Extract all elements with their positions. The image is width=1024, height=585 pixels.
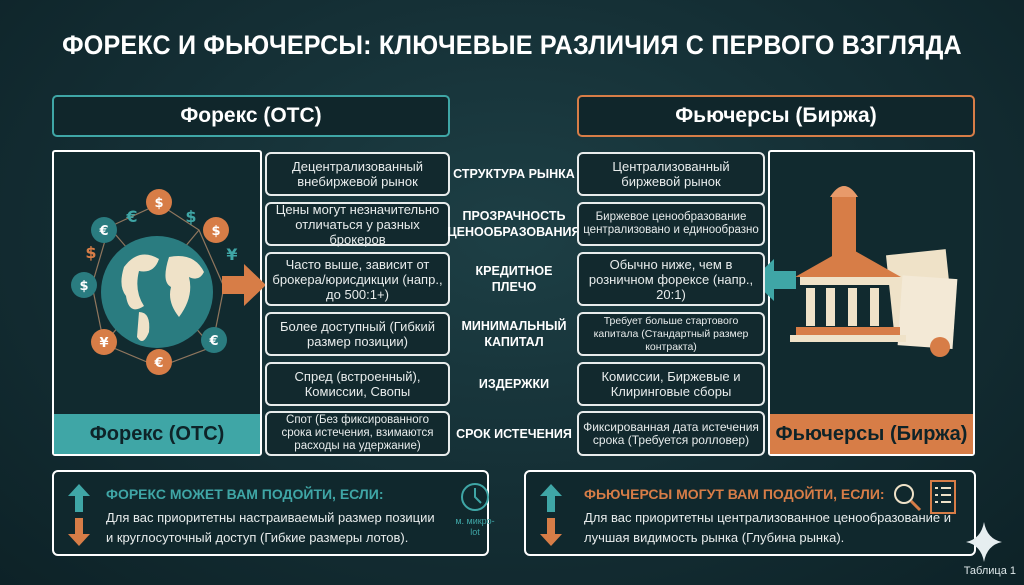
svg-text:$: $ xyxy=(211,224,220,239)
futures-leverage: Обычно ниже, чем в розничном форексе (на… xyxy=(577,252,765,306)
futures-market-structure: Централизованный биржевой рынок xyxy=(577,152,765,196)
futures-suitability-text: Для вас приоритетны централизованное цен… xyxy=(584,510,952,545)
globe-currency-network-icon: $ € $ $ ¥ € € € $ $ ¥ xyxy=(71,189,238,375)
category-min-capital: МИНИМАЛЬНЫЙ КАПИТАЛ xyxy=(461,319,567,349)
up-down-arrows-icon xyxy=(540,484,562,546)
category-price-transparency: ПРОЗРАЧНОСТЬ ЦЕНООБРАЗОВАНИЯ xyxy=(447,209,581,239)
svg-text:€: € xyxy=(153,356,163,371)
footer-caption: Таблица 1 xyxy=(963,565,1016,577)
forex-market-structure: Децентрализованный внебиржевой рынок xyxy=(265,152,450,196)
category-expiration: СРОК ИСТЕЧЕНИЯ xyxy=(456,426,572,441)
svg-text:$: $ xyxy=(185,207,196,226)
futures-price-transparency: Биржевое ценообразование централизовано … xyxy=(577,202,765,246)
futures-suitability-heading: ФЬЮЧЕРСЫ МОГУТ ВАМ ПОДОЙТИ, ЕСЛИ: xyxy=(584,486,885,502)
category-costs: ИЗДЕРЖКИ xyxy=(478,377,550,391)
futures-min-capital: Требует больше стартового капитала (Стан… xyxy=(577,312,765,356)
forex-leverage: Часто выше, зависит от брокера/юрисдикци… xyxy=(265,252,450,306)
clock-icon xyxy=(461,483,489,511)
forex-header: Форекс (ОТС) xyxy=(52,95,450,137)
forex-min-capital: Более доступный (Гибкий размер позиции) xyxy=(265,312,450,356)
svg-text:$: $ xyxy=(79,279,88,294)
forex-suitability-box: ФОРЕКС МОЖЕТ ВАМ ПОДОЙТИ, ЕСЛИ: Для вас … xyxy=(52,470,495,556)
svg-text:€: € xyxy=(208,334,218,349)
forex-suitability-text: Для вас приоритетны настраиваемый размер… xyxy=(106,510,435,545)
forex-panel: $ € $ $ ¥ € € € $ $ ¥ Форекс (ОТС) xyxy=(52,150,262,456)
svg-text:¥: ¥ xyxy=(226,245,237,264)
forex-expiration: Спот (Без фиксированного срока истечения… xyxy=(265,411,450,456)
forex-costs: Спред (встроенный), Комиссии, Свопы xyxy=(265,362,450,406)
svg-text:$: $ xyxy=(154,196,163,211)
svg-text:¥: ¥ xyxy=(99,336,108,351)
futures-panel: Фьючерсы (Биржа) xyxy=(768,150,975,456)
forex-suitability-heading: ФОРЕКС МОЖЕТ ВАМ ПОДОЙТИ, ЕСЛИ: xyxy=(106,486,384,502)
up-down-arrows-icon xyxy=(68,484,90,546)
exchange-building-icon xyxy=(790,186,958,357)
forex-price-transparency: Цены могут незначительно отличаться у ра… xyxy=(265,202,450,247)
order-book-icon xyxy=(930,480,956,514)
futures-header: Фьючерсы (Биржа) xyxy=(577,95,975,137)
forex-panel-label: Форекс (ОТС) xyxy=(54,414,260,454)
page-title: ФОРЕКС И ФЬЮЧЕРСЫ: КЛЮЧЕВЫЕ РАЗЛИЧИЯ С П… xyxy=(62,30,962,60)
svg-text:€: € xyxy=(125,207,137,226)
svg-text:€: € xyxy=(98,224,108,239)
svg-text:$: $ xyxy=(85,243,96,262)
futures-suitability-box: ФЬЮЧЕРСЫ МОГУТ ВАМ ПОДОЙТИ, ЕСЛИ: Для ва… xyxy=(524,470,976,556)
futures-expiration: Фиксированная дата истечения срока (Треб… xyxy=(577,411,765,456)
futures-panel-label: Фьючерсы (Биржа) xyxy=(770,414,973,454)
category-leverage: КРЕДИТНОЕ ПЛЕЧО xyxy=(475,264,553,294)
sparkle-icon xyxy=(966,522,1002,562)
magnifier-icon xyxy=(894,484,922,512)
arrow-right-icon xyxy=(222,264,266,306)
futures-costs: Комиссии, Биржевые и Клиринговые сборы xyxy=(577,362,765,406)
category-market-structure: СТРУКТУРА РЫНКА xyxy=(453,167,575,181)
micro-lot-label: м. микро-lot xyxy=(455,516,495,537)
